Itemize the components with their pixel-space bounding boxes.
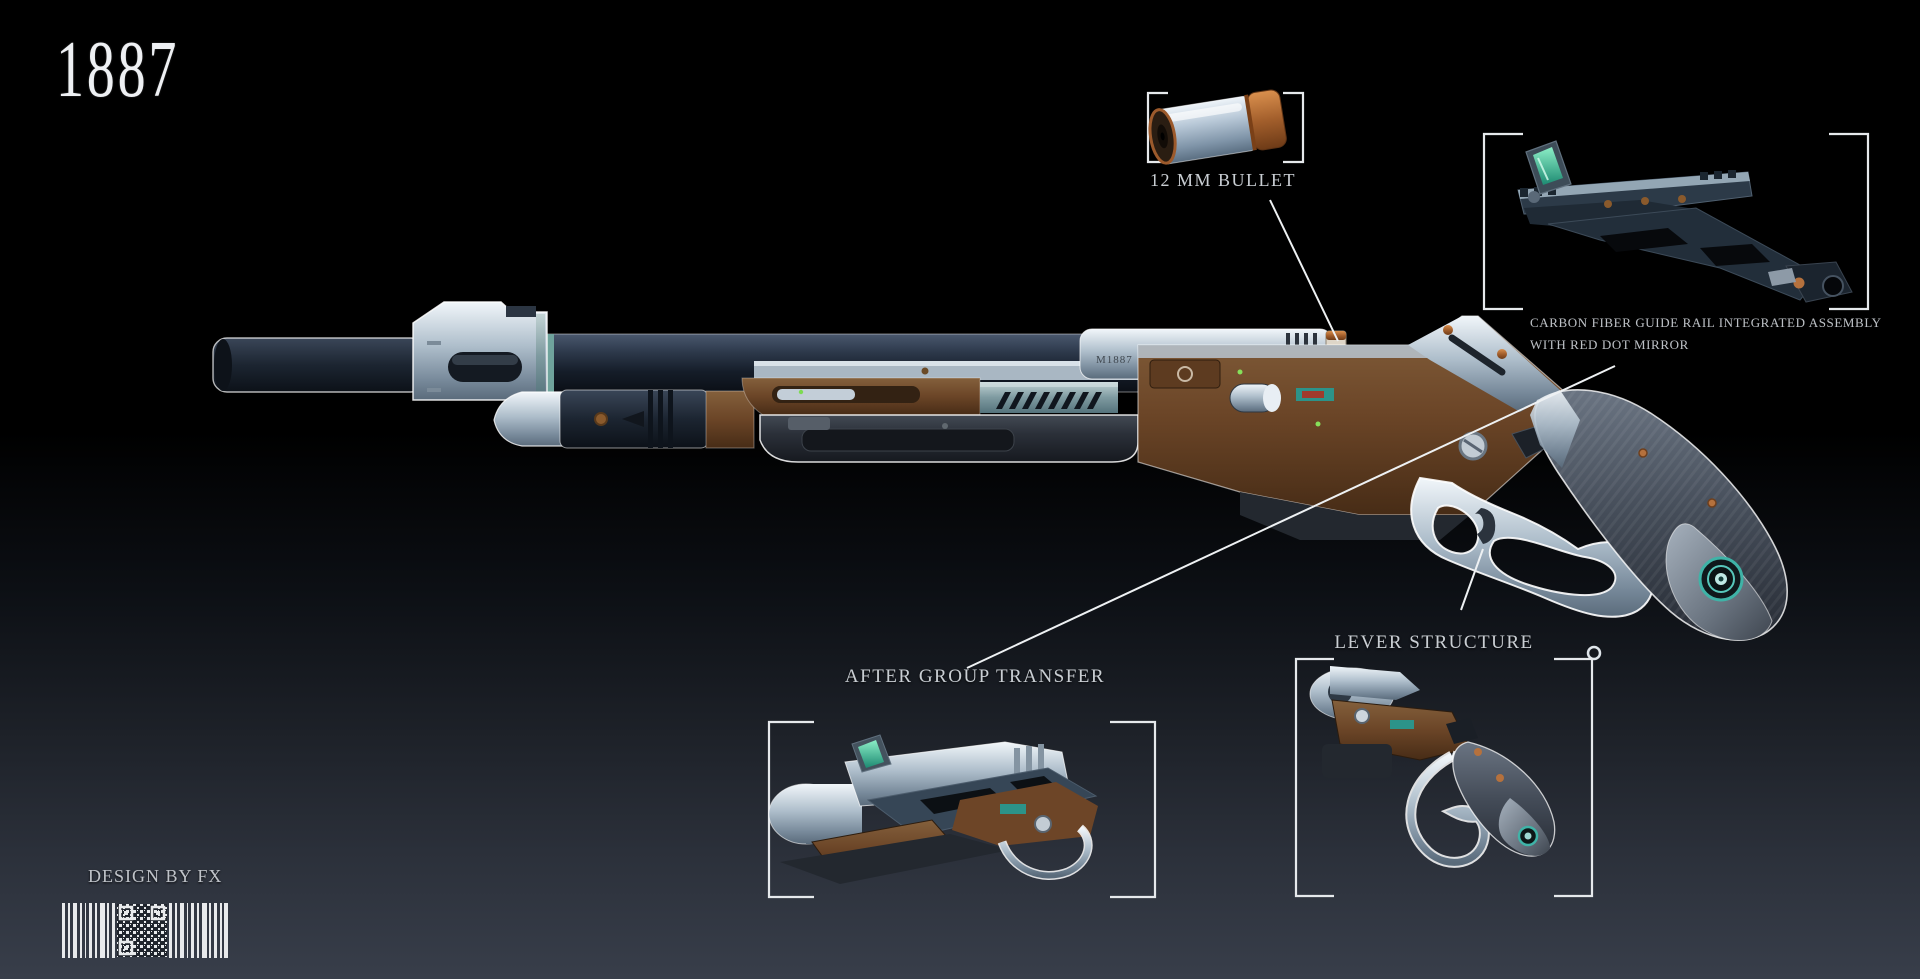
annotation-line-bullet (1269, 199, 1339, 342)
lever-label: LEVER STRUCTURE (1334, 632, 1534, 653)
title-logo: 1887 (56, 26, 180, 114)
annotation-lines (966, 199, 1616, 669)
rail-detail-caption-line2: WITH RED DOT MIRROR (1530, 337, 1689, 352)
weapon-engraving: M1887 (1096, 354, 1133, 366)
stock-teal-button (1698, 556, 1744, 602)
lever-detail-render (1309, 666, 1556, 868)
barcode (62, 903, 228, 958)
bullet-illustration (1148, 89, 1287, 165)
annotation-line-rail (966, 365, 1616, 669)
credit-text: DESIGN BY FX (88, 866, 223, 886)
trigger-group-detail-render (768, 734, 1098, 884)
rail-detail-caption-line1: CARBON FIBER GUIDE RAIL INTEGRATED ASSEM… (1530, 315, 1882, 330)
stock (1530, 389, 1788, 661)
bullet-callout-frame (1146, 91, 1305, 164)
lever-detail-frame (1294, 657, 1594, 898)
rail-detail-frame (1482, 132, 1870, 311)
annotation-line-lever (1460, 548, 1484, 611)
qr-code (117, 904, 167, 957)
bullet-label: 12 MM BULLET (1150, 170, 1296, 190)
main-weapon-render: M1887 (212, 301, 1788, 661)
trigger-group-label: AFTER GROUP TRANSFER (844, 666, 1106, 687)
rail-detail-render (1517, 140, 1853, 303)
lever-loop (1410, 476, 1654, 618)
